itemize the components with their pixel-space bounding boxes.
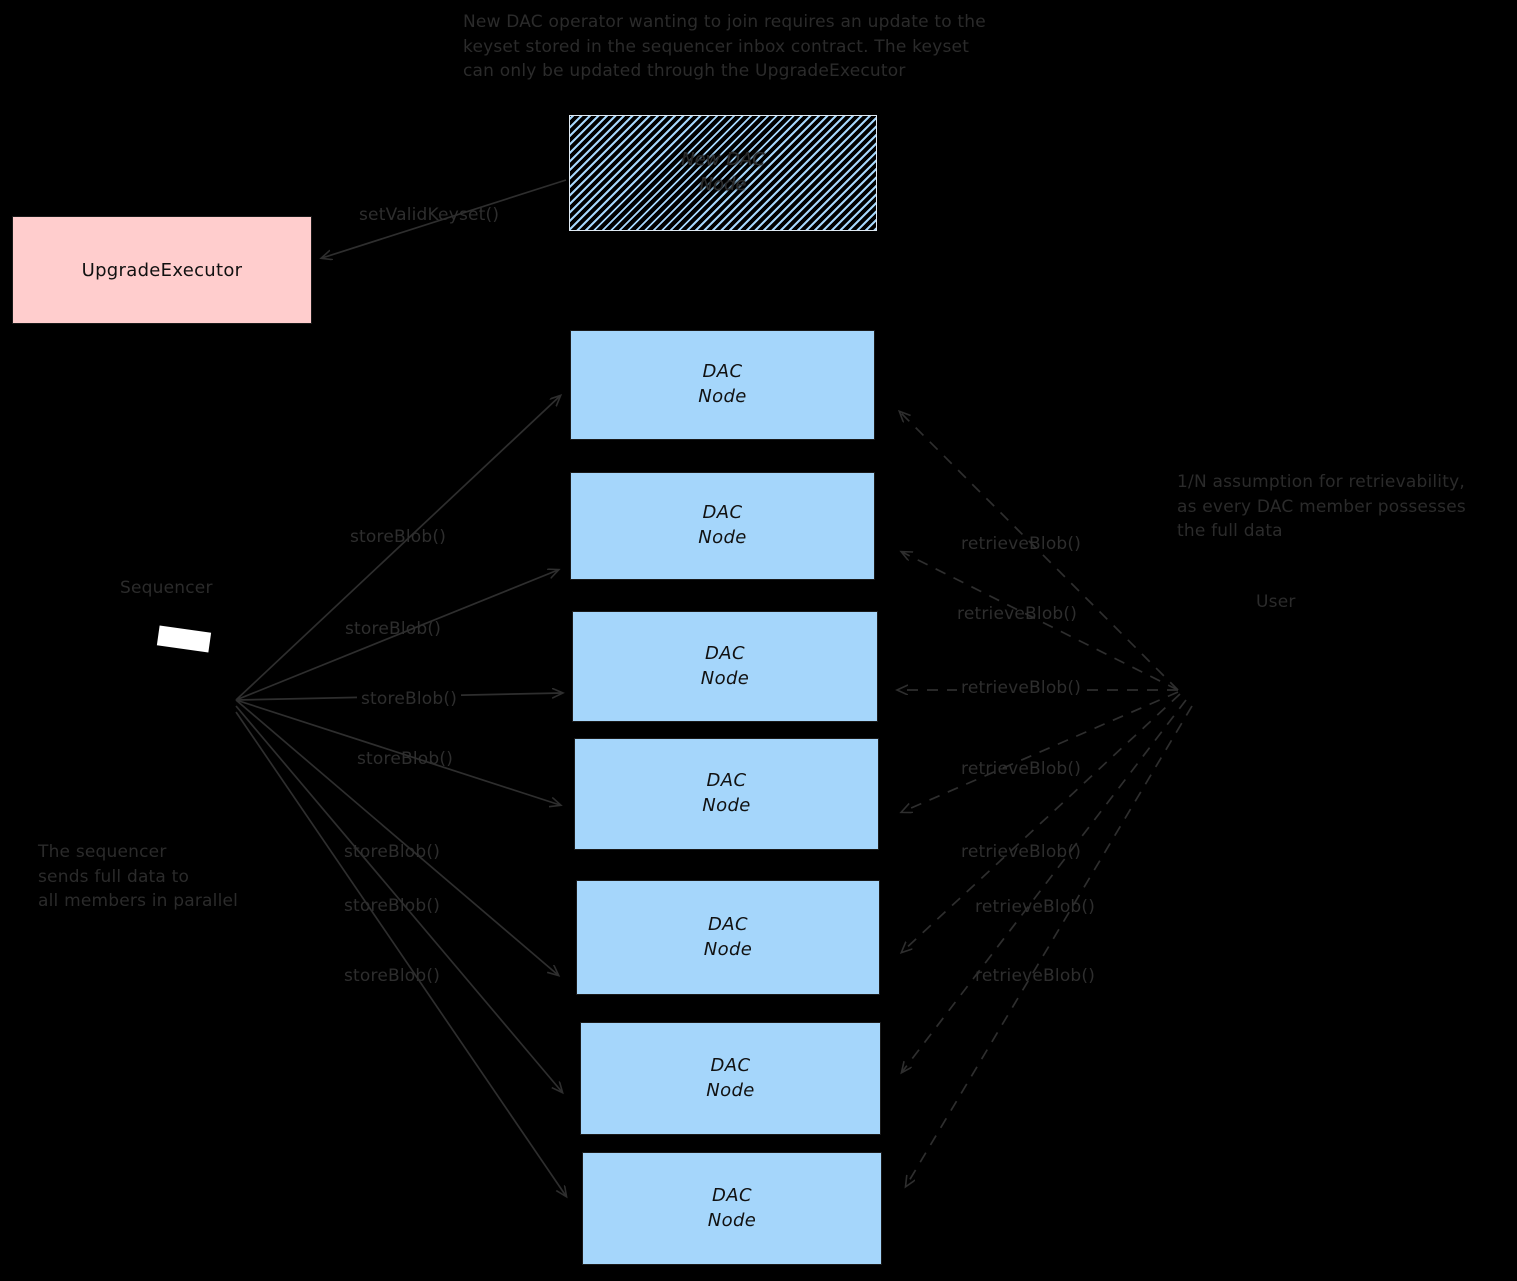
dac-node-line1: DAC [705,642,745,664]
edge-set-valid-keyset [322,179,567,258]
new-dac-node-line2: Node [699,174,747,195]
dac-node-line2: Node [702,795,751,816]
dac-node-line1: DAC [706,770,747,792]
edge-label-retrieve-blob-6: retrieveBlob() [975,897,1096,917]
edge-label-store-blob-2: storeBlob() [345,619,442,639]
edge-store-blob-6 [235,705,562,1092]
dac-node-box-1[interactable]: DAC Node [570,330,875,440]
edge-store-blob-2 [235,570,558,701]
edge-store-blob-5 [235,699,558,975]
edge-label-store-blob-3: storeBlob() [357,689,462,709]
edge-store-blob-4 [235,699,560,805]
edge-label-retrieve-blob-3: retrieveBlob() [957,678,1086,698]
new-dac-node-box[interactable]: New DAC Node [569,115,877,231]
new-dac-node-line1: New DAC [681,149,765,171]
sequencer-parallel-note: The sequencer sends full data to all mem… [38,842,239,912]
dac-node-line2: Node [700,667,750,689]
dac-node-line2: Node [698,527,747,548]
edge-label-store-blob-6: storeBlob() [344,896,441,916]
edge-label-retrieve-blob-2: retrieveBlob() [957,604,1078,624]
edge-label-store-blob-1: storeBlob() [350,527,447,547]
dac-node-line1: DAC [702,502,743,524]
dac-node-line1: DAC [710,1054,751,1076]
dac-node-box-3[interactable]: DAC Node [572,611,878,722]
dac-node-box-6[interactable]: DAC Node [580,1022,881,1135]
retrievability-note: 1/N assumption for retrievability, as ev… [1177,472,1466,542]
dac-node-line2: Node [707,1209,757,1231]
dac-node-line2: Node [698,386,747,407]
edge-label-retrieve-blob-4: retrieveBlob() [961,759,1082,779]
edge-retrieve-blob-1 [900,412,1179,691]
keyset-update-note: New DAC operator wanting to join require… [463,12,986,82]
edge-label-store-blob-4: storeBlob() [357,749,454,769]
edge-store-blob-1 [235,396,560,701]
dac-node-box-7[interactable]: DAC Node [582,1152,882,1265]
edge-label-retrieve-blob-7: retrieveBlob() [975,966,1096,986]
dac-node-box-4[interactable]: DAC Node [574,738,879,850]
upgrade-executor-label: UpgradeExecutor [81,259,243,281]
dac-node-line1: DAC [712,1184,752,1206]
edge-retrieve-blob-5 [902,693,1181,952]
dac-node-box-5[interactable]: DAC Node [576,880,880,995]
dac-node-line2: Node [706,1079,755,1101]
edge-label-set-valid-keyset: setValidKeyset() [359,205,500,225]
edge-label-store-blob-7: storeBlob() [344,966,441,986]
upgrade-executor-box[interactable]: UpgradeExecutor [12,216,312,324]
edge-retrieve-blob-6 [902,699,1187,1072]
dac-node-line2: Node [703,938,753,960]
dac-node-line1: DAC [708,913,748,935]
edge-label-retrieve-blob-1: retrieveBlob() [961,534,1082,554]
user-label: User [1256,592,1296,612]
edge-store-blob-7 [235,711,566,1196]
sequencer-label: Sequencer [120,578,213,598]
edge-retrieve-blob-7 [906,705,1193,1186]
dac-node-line1: DAC [702,361,743,383]
edge-retrieve-blob-4 [902,691,1179,812]
dac-node-box-2[interactable]: DAC Node [570,472,875,580]
edge-label-retrieve-blob-5: retrieveBlob() [961,842,1082,862]
edge-label-store-blob-5: storeBlob() [344,842,441,862]
